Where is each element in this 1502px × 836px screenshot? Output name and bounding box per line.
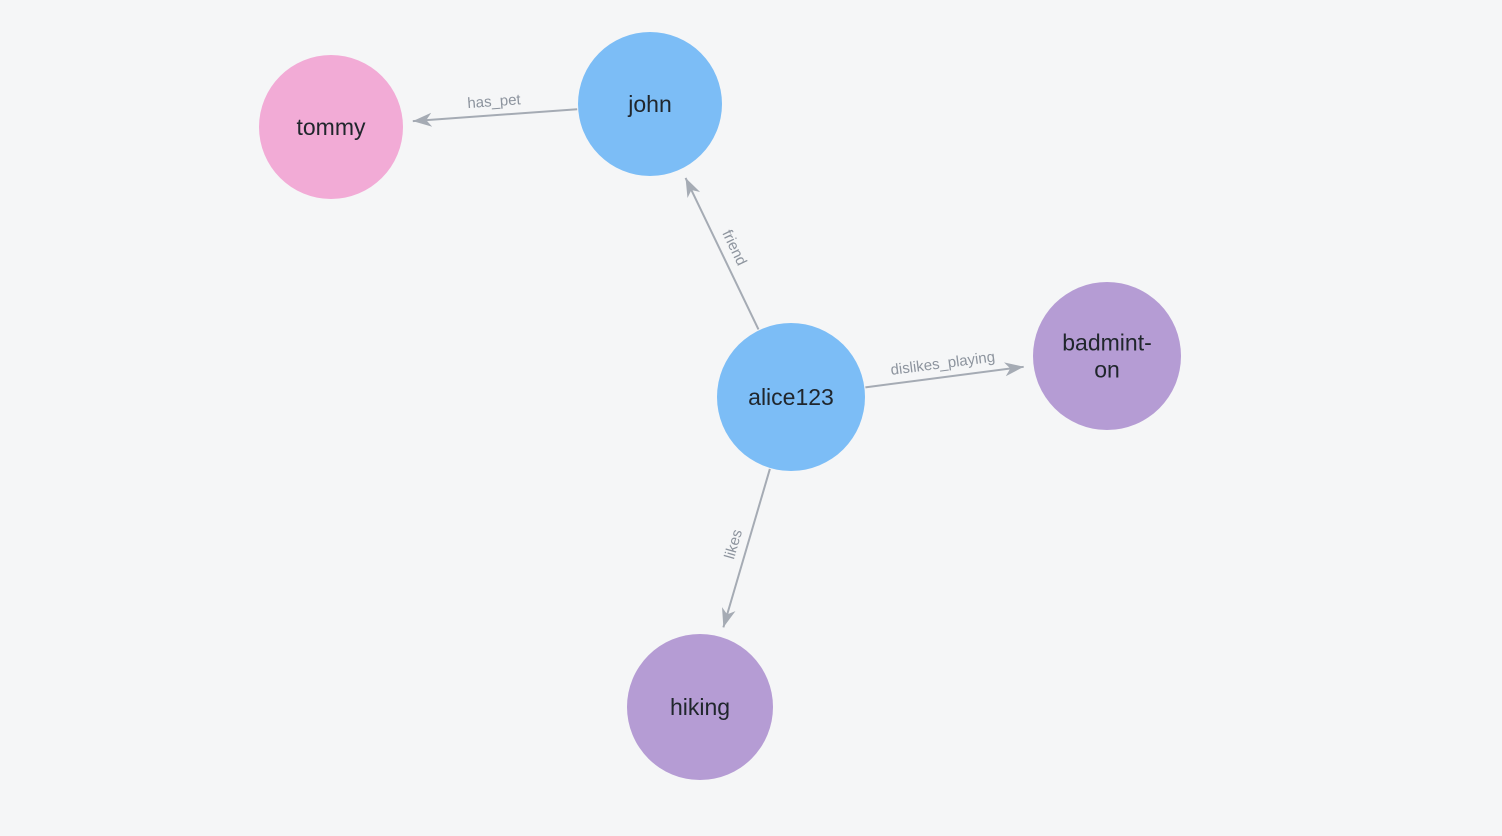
- node-label: tommy: [297, 114, 367, 140]
- edge-dislikes_playing[interactable]: dislikes_playing: [865, 349, 1024, 389]
- node-tommy[interactable]: tommy: [259, 55, 403, 199]
- edge-line[interactable]: [412, 108, 578, 127]
- edge-label[interactable]: has_pet: [467, 91, 522, 112]
- node-john[interactable]: john: [578, 32, 722, 176]
- node-circle[interactable]: [627, 634, 773, 780]
- node-label: alice123: [748, 384, 834, 410]
- node-hiking[interactable]: hiking: [627, 634, 773, 780]
- edge-label[interactable]: likes: [721, 528, 746, 562]
- node-label: badmint-on: [1062, 330, 1151, 383]
- node-circle[interactable]: [1033, 282, 1181, 430]
- edge-likes[interactable]: likes: [721, 468, 771, 628]
- node-circle[interactable]: [578, 32, 722, 176]
- edge-has_pet[interactable]: has_pet: [412, 91, 578, 127]
- nodes-layer: tommy john alice123 badmint-on hiking: [259, 32, 1181, 780]
- node-badminton[interactable]: badmint-on: [1033, 282, 1181, 430]
- edge-friend[interactable]: friend: [684, 177, 760, 330]
- edge-label[interactable]: dislikes_playing: [890, 349, 996, 379]
- node-alice123[interactable]: alice123: [717, 323, 865, 471]
- node-label: hiking: [670, 694, 730, 720]
- edge-line[interactable]: [722, 468, 771, 628]
- edge-line[interactable]: [865, 362, 1024, 389]
- edge-line[interactable]: [684, 177, 760, 330]
- edge-label[interactable]: friend: [718, 227, 750, 268]
- node-label: john: [627, 91, 671, 117]
- node-circle[interactable]: [717, 323, 865, 471]
- node-circle[interactable]: [259, 55, 403, 199]
